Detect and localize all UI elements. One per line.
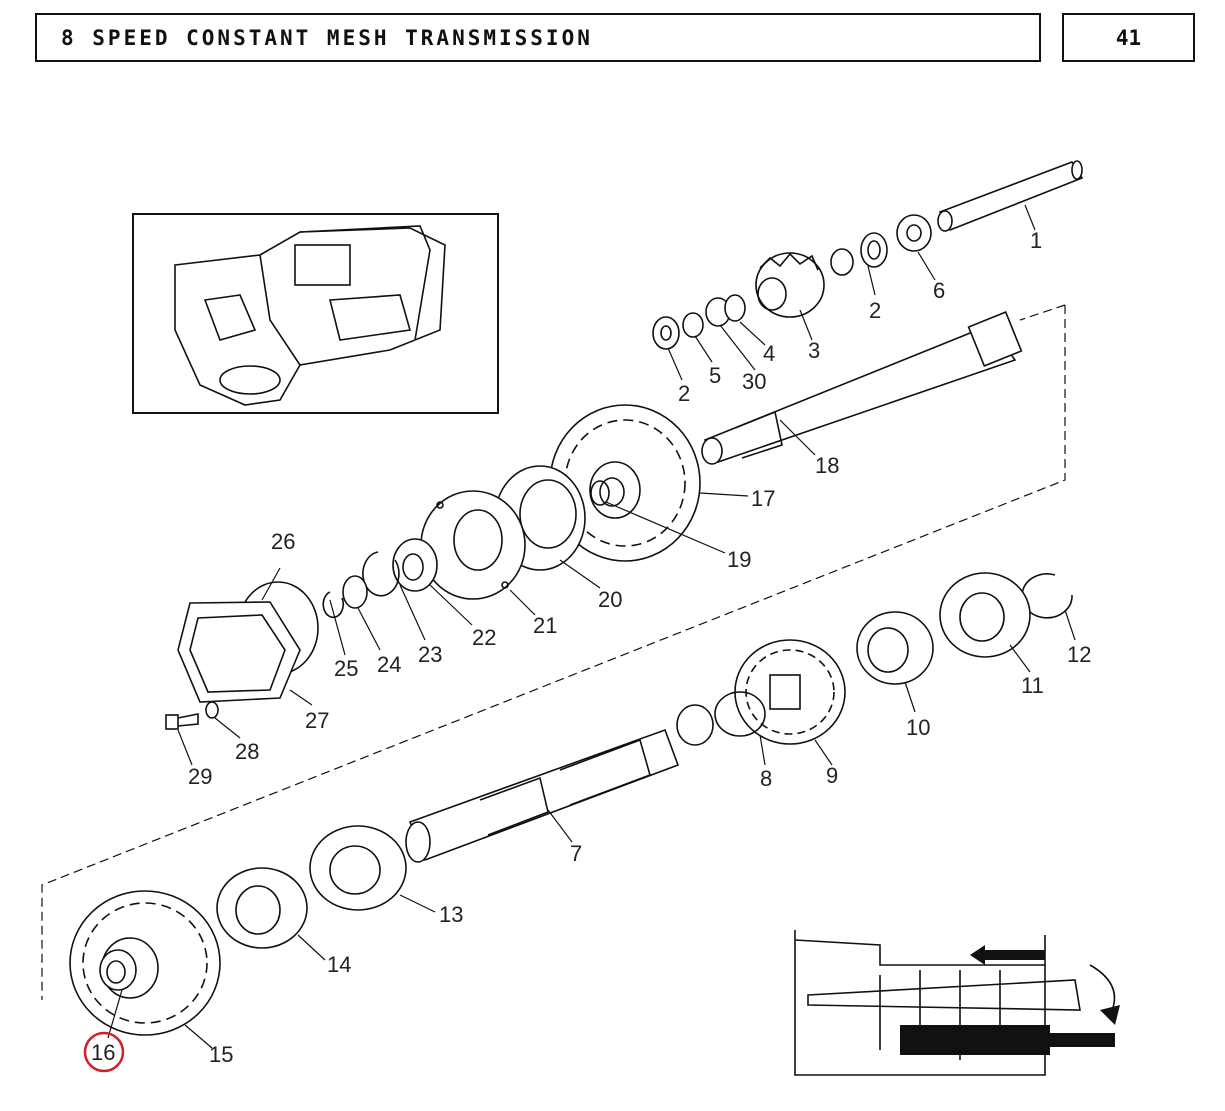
part-bearing-16 — [99, 949, 137, 991]
callout-13: 13 — [439, 902, 463, 927]
callout-18: 18 — [815, 453, 839, 478]
callout-5: 5 — [709, 363, 721, 388]
title-box: 8 SPEED CONSTANT MESH TRANSMISSION — [35, 13, 1041, 62]
schematic-inset — [794, 930, 1120, 1076]
callout-21: 21 — [533, 613, 557, 638]
part-bearing-housing-21 — [420, 490, 526, 600]
assembly-boundary — [41, 304, 1066, 1000]
callout-6: 6 — [933, 278, 945, 303]
part-circlip-25 — [322, 591, 345, 619]
callout-19: 19 — [727, 547, 751, 572]
part-circlip-23 — [362, 551, 400, 597]
callout-24: 24 — [377, 652, 401, 677]
callout-2-lower: 2 — [678, 381, 690, 406]
callout-10: 10 — [906, 715, 930, 740]
callout-4: 4 — [763, 341, 775, 366]
part-bearing-11 — [939, 572, 1031, 658]
callout-2-upper: 2 — [869, 298, 881, 323]
part-ring-19 — [590, 480, 610, 506]
callout-27: 27 — [305, 708, 329, 733]
housing-inset — [132, 213, 499, 414]
part-ring-8 — [714, 691, 766, 737]
callout-28: 28 — [235, 739, 259, 764]
part-countershaft-7 — [405, 728, 680, 863]
part-bolt-29 — [165, 713, 199, 730]
part-bearing-6 — [896, 214, 932, 252]
callout-7: 7 — [570, 841, 582, 866]
part-spacer-4 — [724, 294, 746, 322]
part-needle-bearing-upper — [830, 248, 854, 276]
part-bearing-22 — [392, 538, 438, 592]
highlight-circle — [83, 1031, 125, 1073]
page-number: 41 — [1115, 26, 1142, 50]
callout-3: 3 — [808, 338, 820, 363]
callout-17: 17 — [751, 486, 775, 511]
part-gear-15 — [69, 890, 221, 1036]
part-washer-2-lower — [652, 316, 680, 350]
callout-25: 25 — [334, 656, 358, 681]
callout-20: 20 — [598, 587, 622, 612]
page-number-box: 41 — [1062, 13, 1195, 62]
callout-labels: 1 6 2 3 4 30 5 2 18 17 19 20 21 22 23 24… — [83, 228, 1091, 1073]
callout-1: 1 — [1030, 228, 1042, 253]
callout-23: 23 — [418, 642, 442, 667]
part-washer-2-upper — [860, 232, 888, 268]
callout-8: 8 — [760, 766, 772, 791]
part-washer-28 — [205, 701, 219, 719]
part-gear-3 — [755, 252, 825, 318]
page-title: 8 SPEED CONSTANT MESH TRANSMISSION — [61, 26, 593, 50]
part-needle-bearing-lower — [676, 704, 714, 746]
callout-15: 15 — [209, 1042, 233, 1067]
part-cover-27 — [177, 601, 301, 703]
callout-26: 26 — [271, 529, 295, 554]
callout-12: 12 — [1067, 642, 1091, 667]
callout-22: 22 — [472, 625, 496, 650]
part-bearing-13 — [309, 825, 407, 911]
part-gear-10 — [856, 611, 934, 685]
part-input-shaft — [937, 160, 1084, 232]
callout-11: 11 — [1021, 673, 1044, 698]
part-gear-14 — [216, 867, 308, 949]
part-main-shaft-18 — [701, 310, 1023, 465]
callout-14: 14 — [327, 952, 351, 977]
part-gear-9 — [734, 639, 846, 745]
callout-30: 30 — [742, 369, 766, 394]
callout-9: 9 — [826, 763, 838, 788]
callout-16: 16 — [91, 1040, 115, 1065]
leader-lines — [107, 204, 1076, 1049]
callout-29: 29 — [188, 764, 212, 789]
part-washer-24 — [342, 575, 368, 609]
part-washer-5 — [682, 312, 704, 338]
